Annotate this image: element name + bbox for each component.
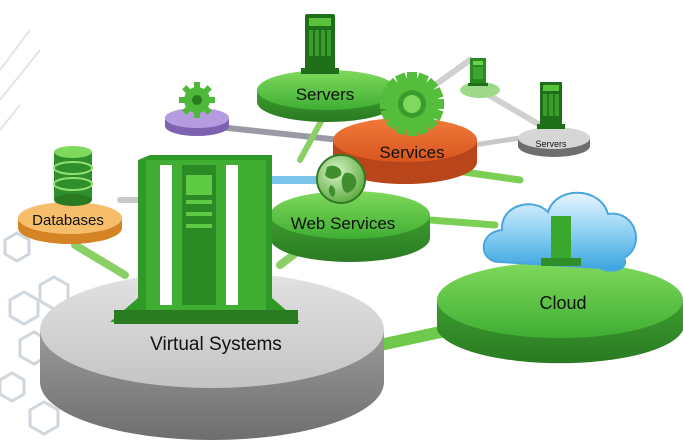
database-icon [53, 146, 93, 206]
server-tower-icon [110, 155, 300, 324]
cloud-icon [482, 191, 637, 272]
services-label: Services [379, 143, 444, 162]
web-services-node: Web Services [270, 154, 430, 262]
cloud-label: Cloud [539, 293, 586, 313]
databases-node: Databases [18, 146, 122, 244]
services-node: Services [333, 72, 477, 184]
cloud-node: Cloud [437, 191, 683, 364]
server-icon [301, 14, 339, 74]
web-services-label: Web Services [291, 214, 396, 233]
servers-small-node: Servers [518, 82, 590, 157]
virtual-systems-label: Virtual Systems [150, 334, 282, 355]
servers-label: Servers [296, 85, 355, 104]
purple-node [165, 82, 229, 136]
gear-icon [179, 82, 215, 118]
server-icon [537, 82, 565, 129]
servers-node: Servers [257, 14, 397, 122]
databases-label: Databases [32, 212, 104, 229]
virtual-systems-node: Virtual Systems [40, 155, 384, 440]
corner-decoration [0, 29, 41, 131]
server-icon [468, 58, 488, 86]
small-server-node [460, 58, 500, 98]
globe-icon [316, 154, 366, 204]
gear-icon [380, 72, 444, 136]
servers-small-label: Servers [535, 139, 567, 149]
